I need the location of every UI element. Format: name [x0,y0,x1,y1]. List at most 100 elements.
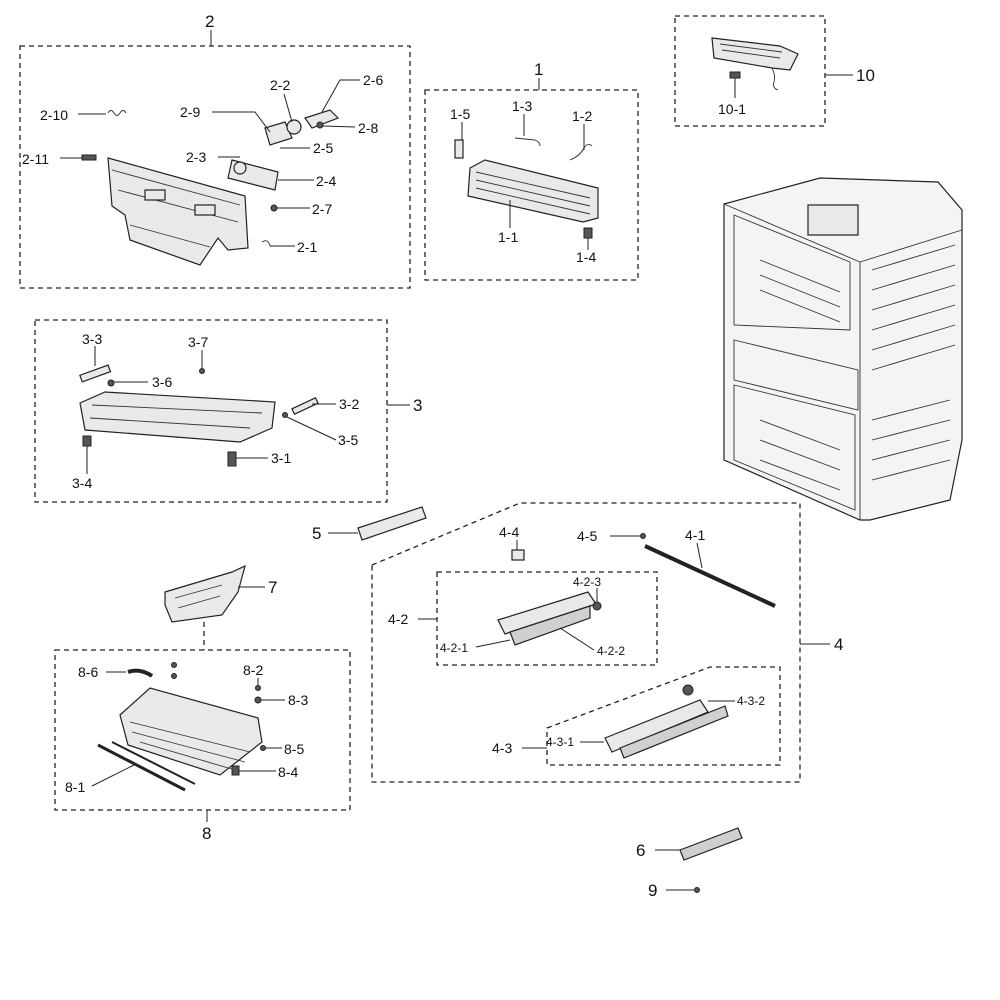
lead-2-2 [283,93,293,123]
label-2-2: 2-2 [270,77,290,93]
part-4-1-rod [644,544,776,608]
tray-rim [89,404,263,429]
part-6-bar [679,827,743,861]
part-8-6-dot [171,662,177,668]
label-8-5: 8-5 [284,741,304,757]
group-8-label: 8 [202,824,211,843]
part-1-4 [583,227,593,239]
part-8-6 [127,668,154,678]
label-2-3: 2-3 [186,149,206,165]
part-8-2 [255,685,261,691]
label-8-1: 8-1 [65,779,85,795]
part-2-2 [286,119,302,135]
group-1-label: 1 [534,60,543,79]
part-4-3-rail [604,699,709,753]
module-detail [719,43,783,59]
group-2-label: 2 [205,12,214,31]
part-8-6-dot-2 [171,673,177,679]
label-4-2-1: 4-2-1 [440,641,468,655]
part-3-tray [79,391,276,443]
part-3-6 [107,379,115,387]
label-2-8: 2-8 [358,120,378,136]
part-2-7-screw [270,204,278,212]
label-2-6: 2-6 [363,72,383,88]
label-2-1: 2-1 [297,239,317,255]
part-2-11 [81,154,97,161]
refrigerator-cabinet [723,177,963,521]
label-3-4: 3-4 [72,475,92,491]
part-9: 9 [648,881,700,900]
panel-clip [144,189,166,201]
part-1-2-wire [569,143,593,161]
lower-compartment [733,384,856,511]
side-ribs [871,244,956,481]
lead-8-1 [91,764,135,787]
group-1: 1 1-5 1-3 1-2 1-1 1-4 [424,60,639,281]
part-8-1-rail [97,743,186,792]
part-4-5 [640,533,646,539]
label-10-1: 10-1 [718,101,746,117]
label-2-4: 2-4 [316,173,336,189]
label-2-7: 2-7 [312,201,332,217]
part-5-bar [357,506,427,541]
part-7: 7 [164,564,277,650]
lead-4-2-2 [559,627,595,651]
part-2-8 [316,121,324,129]
label-4-2: 4-2 [388,611,408,627]
group-4-3-box [546,666,781,766]
part-10-module [711,37,799,71]
group-4-label: 4 [834,635,843,654]
panel-clip-2 [194,204,216,216]
housing-fins [475,171,591,215]
part-7-detail [174,584,223,609]
group-10-label: 10 [856,66,875,85]
label-1-2: 1-2 [572,108,592,124]
label-2-10: 2-10 [40,107,68,123]
label-3-2: 3-2 [339,396,359,412]
lead-4-2-1 [475,639,511,648]
group-2: 2 2-10 2-11 2-9 2-2 2-6 [19,12,411,289]
lead-3-5 [286,416,337,441]
part-4-3-2 [682,684,694,696]
basket-wire [129,721,251,771]
label-4-2-2: 4-2-2 [597,644,625,658]
part-4-2-3 [592,601,602,611]
cabinet-outline [723,177,963,521]
middle-divider [733,339,859,411]
label-3-1: 3-1 [271,450,291,466]
part-1-3-wire [514,137,541,147]
label-5: 5 [312,524,321,543]
group-8: 8 8-6 8-2 8-3 8-5 8-4 8-1 [54,649,351,843]
group-3-label: 3 [413,396,422,415]
label-4-5: 4-5 [577,528,597,544]
group-2-box [19,45,411,289]
label-3-7: 3-7 [188,334,208,350]
part-9-dot [694,887,700,893]
lead-4-1 [696,542,703,569]
label-6: 6 [636,841,645,860]
label-3-6: 3-6 [152,374,172,390]
part-8-3 [254,696,262,704]
label-1-1: 1-1 [498,229,518,245]
part-8-1-rail-2 [111,741,196,785]
part-4-4 [511,549,525,561]
part-3-1 [227,451,237,467]
label-8-2: 8-2 [243,662,263,678]
label-8-6: 8-6 [78,664,98,680]
group-3: 3 3-3 3-6 3-7 3-2 3-5 3-4 3-1 [34,319,422,503]
panel-detail [111,169,241,248]
part-2-9 [264,121,293,146]
label-4-3-2: 4-3-2 [737,694,765,708]
part-2-6 [304,109,340,129]
label-8-4: 8-4 [278,764,298,780]
group-8-box [54,649,351,811]
label-4-4: 4-4 [499,524,519,540]
label-3-3: 3-3 [82,331,102,347]
upper-compartment [733,214,851,331]
part-1-1-housing [467,159,599,223]
part-2-1-panel [107,157,249,266]
label-4-3-1: 4-3-1 [546,735,574,749]
part-6: 6 [636,827,743,861]
part-3-5 [282,412,288,418]
